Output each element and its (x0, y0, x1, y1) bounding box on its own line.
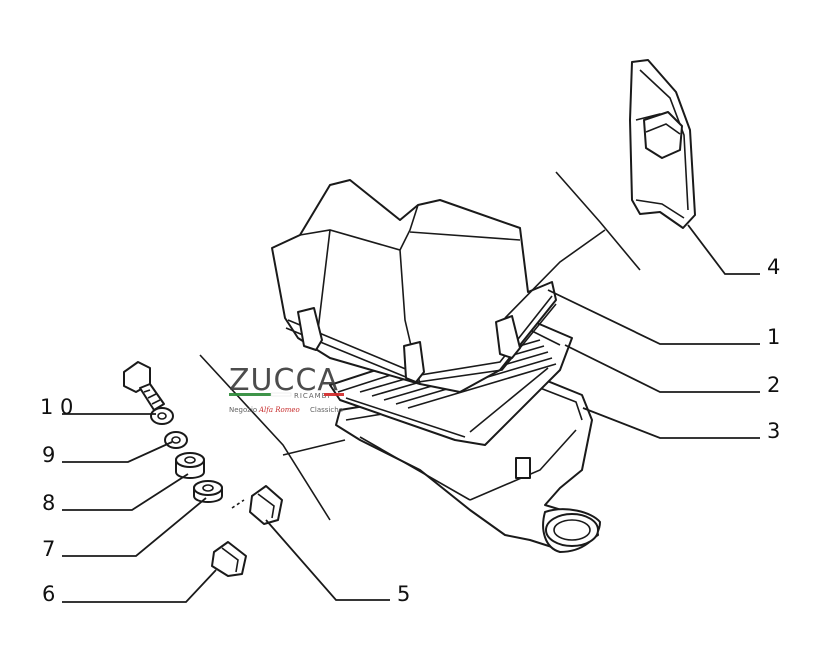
logo-brand: Alfa Romeo (258, 406, 300, 414)
logo-name: ZUCCA (229, 363, 339, 398)
callout-3: 3 (767, 419, 780, 443)
callout-9: 9 (42, 443, 55, 467)
callout-6: 6 (42, 582, 55, 606)
washer-icon (150, 407, 188, 449)
spring-clip-icon (629, 59, 696, 229)
rubber-grommet-icon (193, 480, 223, 503)
callout-numbers: 1 2 3 4 5 6 7 8 9 1 0 (40, 255, 780, 606)
logo-flag-white (270, 392, 292, 397)
callout-2: 2 (767, 373, 780, 397)
callout-1: 1 (767, 325, 780, 349)
bracket-clip-icon (249, 485, 283, 525)
logo-flag-red (324, 393, 344, 396)
logo-tag-left: Negozio (229, 406, 257, 414)
callout-8: 8 (42, 491, 55, 515)
callout-5: 5 (397, 582, 410, 606)
bolt-icon (123, 361, 165, 411)
bracket-clip-icon (211, 541, 247, 577)
callout-10: 1 0 (40, 395, 73, 419)
rubber-bush-icon (175, 452, 205, 479)
logo-tag-right: Classiche (310, 406, 343, 414)
callout-7: 7 (42, 537, 55, 561)
air-filter-cover-icon (271, 179, 557, 393)
leader-lines (62, 224, 760, 603)
alignment-lines (199, 171, 641, 521)
logo-sub: RICAMBI (294, 392, 331, 400)
callout-4: 4 (767, 255, 780, 279)
zucca-ricambi-logo: ZUCCA RICAMBI Negozio Alfa Romeo Classic… (229, 363, 344, 414)
logo-flag-green (229, 393, 271, 396)
